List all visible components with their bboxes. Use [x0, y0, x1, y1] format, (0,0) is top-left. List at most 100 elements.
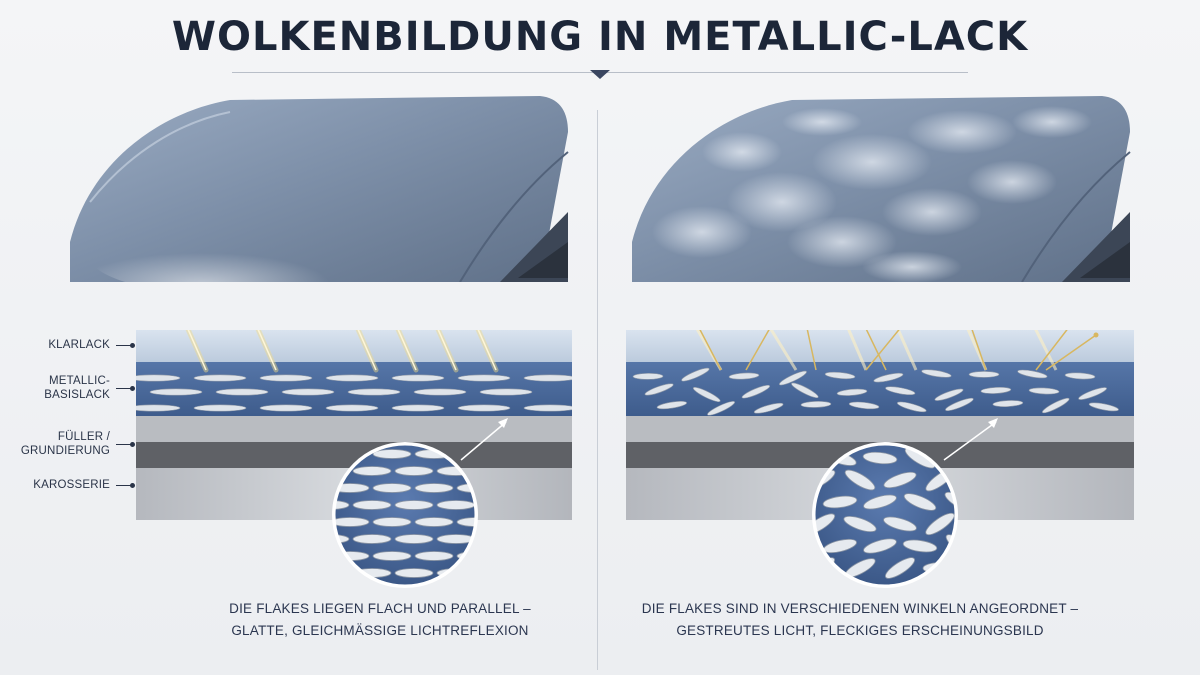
flakes-parallel: [136, 374, 572, 412]
flake: [925, 512, 955, 536]
label-primer-line2: GRUNDIERUNG: [20, 445, 110, 457]
reflected-ray: [745, 330, 770, 371]
flake: [942, 452, 956, 464]
flake: [372, 517, 412, 527]
reflected-ray: [865, 330, 887, 371]
flake: [903, 493, 937, 511]
flake: [352, 500, 392, 510]
caption-scattered-line1: DIE FLAKES SIND IN VERSCHIEDENEN WINKELN…: [641, 601, 1079, 616]
light-ray-core: [477, 330, 497, 371]
magnifier-parallel-flakes: [330, 440, 480, 590]
label-base-coat-line2: BASISLACK: [44, 389, 110, 401]
light-ray-core: [357, 330, 377, 371]
layer-stack-parallel: [136, 330, 572, 520]
ray-arrowhead: [1093, 332, 1099, 338]
flake: [902, 539, 938, 553]
light-ray-core: [437, 330, 457, 371]
flake: [456, 449, 476, 459]
flake: [136, 404, 181, 412]
light-ray: [896, 330, 918, 371]
flake: [394, 534, 434, 544]
flake: [980, 386, 1012, 394]
flake: [1042, 397, 1070, 414]
flake: [193, 404, 247, 412]
flake: [824, 371, 856, 380]
flake: [656, 401, 687, 410]
flake: [394, 568, 434, 578]
flake: [873, 372, 904, 383]
flake: [394, 466, 434, 476]
flake: [136, 374, 181, 382]
label-base-coat: METALLIC- BASISLACK: [10, 374, 110, 402]
label-clear-coat: KLARLACK: [48, 339, 110, 351]
flake: [707, 401, 736, 416]
caption-scattered-line2: GESTREUTES LICHT, FLECKIGES ERSCHEINUNGS…: [676, 623, 1044, 638]
flake: [457, 374, 511, 382]
flake: [259, 374, 313, 382]
cloud-patches: [652, 106, 1092, 282]
flake: [347, 388, 401, 396]
label-base-coat-pointer: [116, 386, 135, 391]
reflected-ray: [865, 330, 900, 371]
light-ray-core: [397, 330, 417, 371]
flakes-scattered: [632, 367, 1119, 416]
flake: [945, 397, 974, 411]
flake: [259, 404, 313, 412]
flake: [632, 373, 664, 380]
flake: [934, 388, 964, 401]
flake: [394, 500, 434, 510]
flake: [523, 374, 572, 382]
label-body: KAROSSERIE: [33, 479, 110, 491]
label-base-coat-line1: METALLIC-: [48, 375, 110, 387]
flake: [644, 383, 674, 396]
scattered-light-rays: [695, 330, 1099, 371]
magnifier-scattered-flakes: [810, 440, 960, 590]
flake: [436, 500, 476, 510]
flake: [352, 534, 392, 544]
flake: [352, 466, 392, 476]
reflected-ray: [806, 330, 817, 371]
flake: [1028, 387, 1060, 395]
flake: [325, 374, 379, 382]
flake: [863, 538, 897, 554]
flake: [1088, 402, 1119, 412]
flake: [692, 387, 721, 402]
flake: [814, 513, 836, 535]
flake: [883, 471, 917, 489]
flake: [372, 449, 412, 459]
page-title: WOLKENBILDUNG IN METALLIC-LACK: [171, 14, 1029, 60]
flake: [215, 388, 269, 396]
flake: [741, 384, 771, 399]
flake: [414, 483, 454, 493]
light-ray-core: [257, 330, 277, 371]
label-primer: FÜLLER / GRUNDIERUNG: [10, 430, 110, 458]
flake: [968, 371, 1000, 378]
flake: [844, 469, 876, 491]
flake: [334, 517, 370, 527]
flake: [921, 369, 952, 378]
flake: [822, 495, 858, 509]
center-divider: [597, 110, 598, 670]
flake: [436, 466, 476, 476]
flake: [862, 451, 898, 465]
flake: [372, 551, 412, 561]
flake: [753, 402, 784, 414]
primer-light-layer: [136, 416, 572, 442]
reflected-ray: [699, 330, 722, 371]
title-chevron-icon: [590, 70, 610, 79]
layer-stack-scattered: [626, 330, 1134, 520]
flake: [413, 388, 467, 396]
light-ray: [966, 330, 988, 371]
flake: [863, 494, 897, 510]
flake: [896, 401, 927, 413]
flake: [992, 400, 1024, 407]
label-body-pointer: [116, 483, 135, 488]
flake: [836, 388, 868, 396]
flake: [193, 374, 247, 382]
flake: [149, 388, 203, 396]
flake: [414, 517, 454, 527]
label-primer-pointer: [116, 442, 135, 447]
flake: [843, 515, 877, 533]
caption-parallel-line1: DIE FLAKES LIEGEN FLACH UND PARALLEL –: [229, 601, 531, 616]
primer-light-layer: [626, 416, 1134, 442]
